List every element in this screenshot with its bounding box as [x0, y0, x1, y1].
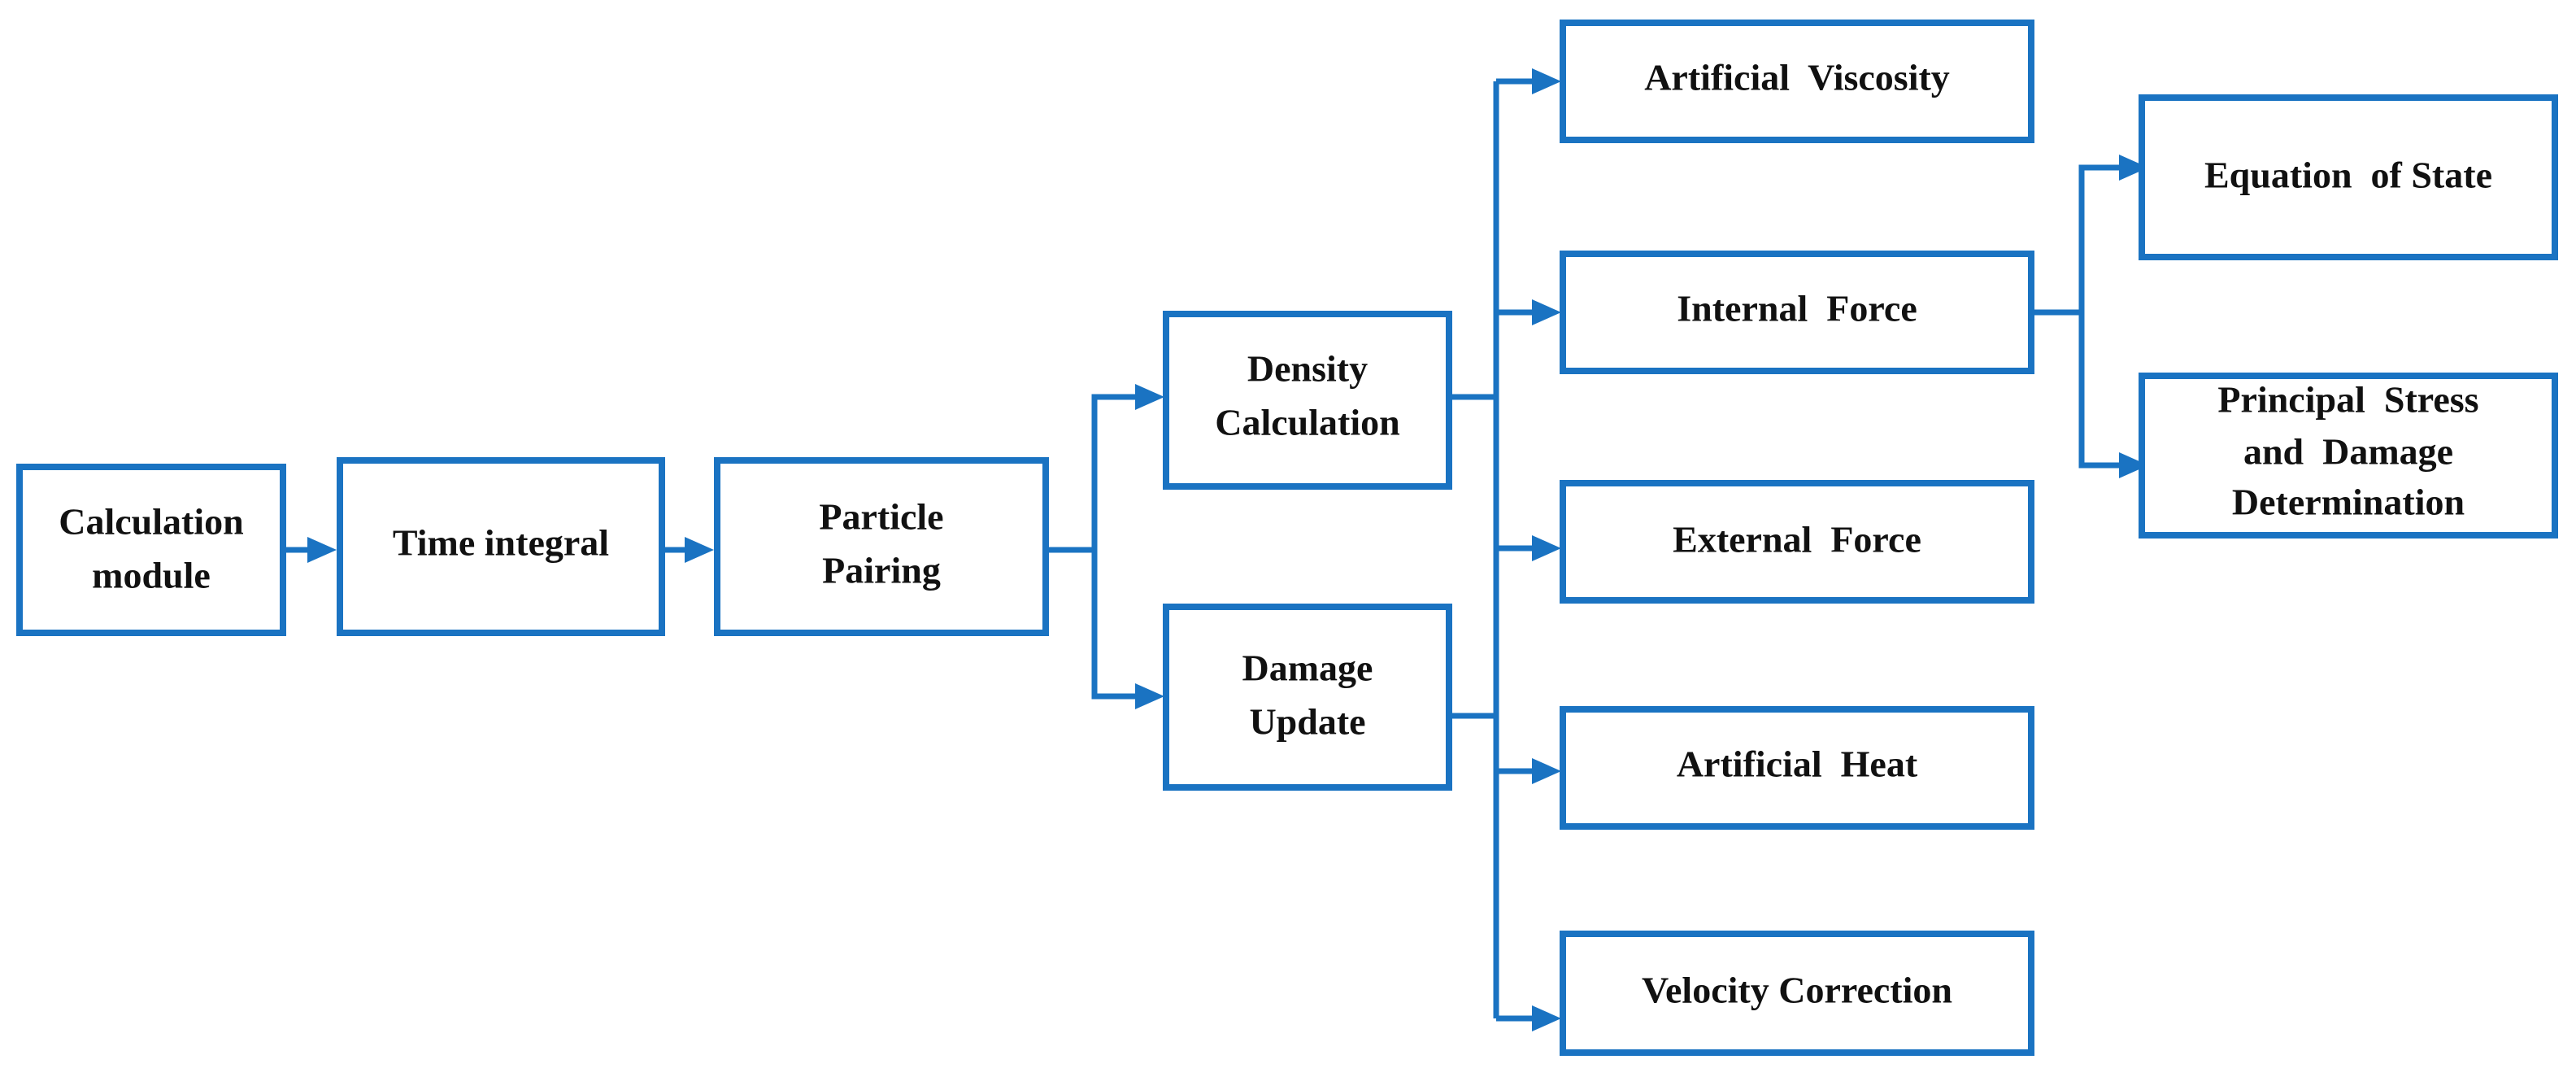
node-label-line: Determination — [2232, 482, 2465, 523]
node-box — [1163, 311, 1452, 490]
node-damage-update: Damage Update — [1163, 604, 1452, 791]
node-internal-force: Internal Force — [1560, 251, 2034, 374]
node-label-line: Equation of State — [2204, 155, 2492, 196]
arrowhead-damage-update — [1135, 683, 1164, 709]
node-label-line: Artificial Viscosity — [1644, 57, 1950, 98]
node-label-line: and Damage — [2243, 431, 2453, 473]
node-box — [2139, 94, 2558, 260]
node-label-line: Calculation — [1215, 402, 1399, 443]
arrowhead-velocity-correction — [1532, 1005, 1561, 1031]
node-label-line: module — [92, 555, 211, 596]
node-label-line: Pairing — [822, 550, 941, 591]
node-label-line: Calculation — [59, 501, 243, 543]
node-box — [1560, 931, 2034, 1056]
node-label-line: Internal Force — [1677, 288, 1917, 329]
arrowhead-particle-pairing — [685, 537, 714, 563]
arrowhead-density-calculation — [1135, 384, 1164, 410]
node-label-line: Time integral — [393, 522, 609, 564]
arrowhead-time-integral — [307, 537, 337, 563]
node-box — [16, 464, 286, 636]
node-equation-of-state: Equation of State — [2139, 94, 2558, 260]
node-box — [1560, 706, 2034, 830]
node-calculation-module: Calculation module — [16, 464, 286, 636]
arrowhead-equation-of-state — [2119, 155, 2148, 181]
node-label-line: Artificial Heat — [1677, 743, 1918, 785]
node-box — [714, 457, 1049, 636]
node-artificial-heat: Artificial Heat — [1560, 706, 2034, 830]
connector-internal-to-eos — [2031, 164, 2122, 316]
connector-particle-to-density — [1047, 394, 1138, 553]
arrowhead-artificial-heat — [1532, 758, 1561, 784]
node-label-line: Update — [1249, 701, 1365, 743]
connectors — [283, 68, 2148, 1031]
arrowhead-external-force — [1532, 535, 1561, 561]
node-principal-stress: Principal Stress and Damage Determinatio… — [2139, 373, 2558, 538]
node-particle-pairing: Particle Pairing — [714, 457, 1049, 636]
node-box — [2139, 373, 2558, 538]
node-label-line: Density — [1247, 348, 1368, 390]
arrowhead-artificial-viscosity — [1532, 68, 1561, 94]
node-box — [337, 457, 665, 636]
node-external-force: External Force — [1560, 480, 2034, 604]
node-velocity-correction: Velocity Correction — [1560, 931, 2034, 1056]
node-artificial-viscosity: Artificial Viscosity — [1560, 20, 2034, 143]
node-box — [1560, 251, 2034, 374]
arrowhead-principal-stress — [2119, 452, 2148, 478]
node-density-calculation: Density Calculation — [1163, 311, 1452, 490]
node-box — [1163, 604, 1452, 791]
node-label-line: External Force — [1673, 519, 1921, 560]
node-label-line: Particle — [819, 496, 943, 538]
node-label-line: Principal Stress — [2217, 379, 2478, 421]
connector-particle-to-damage — [1091, 550, 1138, 700]
node-box — [1560, 480, 2034, 604]
node-label-line: Damage — [1242, 648, 1373, 689]
node-box — [1560, 20, 2034, 143]
arrowhead-internal-force — [1532, 299, 1561, 325]
node-label-line: Velocity Correction — [1642, 970, 1952, 1011]
node-time-integral: Time integral — [337, 457, 665, 636]
connector-internal-to-principal — [2078, 312, 2122, 469]
